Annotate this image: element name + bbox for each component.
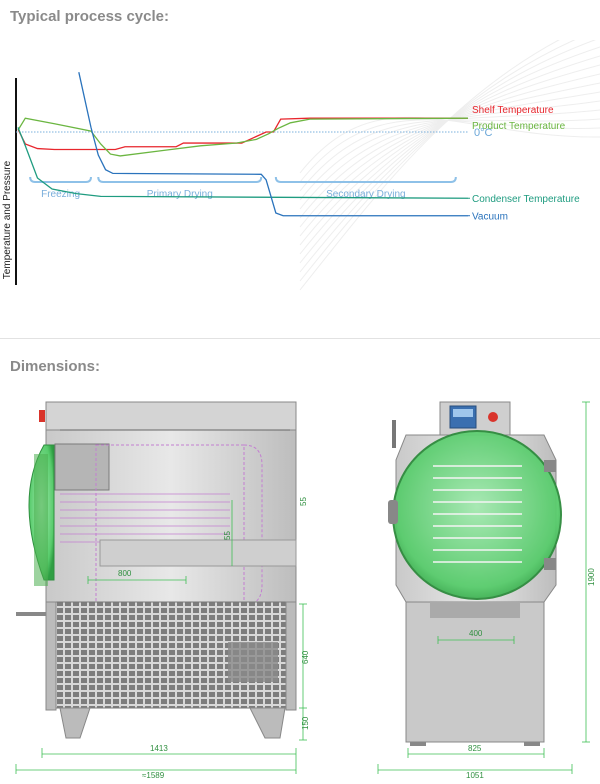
- dim-label-800: 800: [118, 569, 132, 578]
- side-top-cover: [45, 401, 297, 431]
- series-label-product-temperature: Product Temperature: [472, 121, 566, 132]
- background-wave-line: [299, 118, 600, 192]
- side-view-machine: [16, 401, 297, 739]
- side-dimension-labels: 800 55 55 640 150 1413 ≈1589: [118, 497, 310, 780]
- series-label-vacuum: Vacuum: [472, 212, 508, 223]
- front-door-handle: [388, 500, 398, 524]
- side-foot-left: [59, 707, 91, 739]
- dimensions-title: Dimensions:: [10, 358, 101, 375]
- background-wave-line: [299, 100, 600, 210]
- series-line-condenser-temperature: [17, 127, 469, 199]
- cycle-title: Typical process cycle:: [10, 8, 169, 25]
- side-drain-valve: [16, 612, 46, 616]
- front-base-plate: [430, 602, 520, 618]
- phase-bracket-primary-drying: [97, 176, 263, 183]
- dim-label-640: 640: [301, 650, 310, 664]
- dim-label-825: 825: [468, 744, 482, 753]
- background-wave-line: [299, 73, 600, 237]
- background-wave-line: [299, 40, 560, 291]
- process-cycle-chart: Temperature and Pressure 0°C Freezing Pr…: [2, 40, 600, 291]
- phase-brackets: Freezing Primary Drying Secondary Drying: [29, 176, 457, 200]
- phase-label-secondary-drying: Secondary Drying: [326, 189, 405, 200]
- side-shelves: [60, 493, 230, 543]
- front-door-glass: [392, 430, 562, 600]
- side-foot-right: [249, 707, 286, 739]
- front-dimension-labels: 400 1900 825 1051: [466, 568, 596, 780]
- side-base-rail: [99, 539, 297, 567]
- series-label-shelf-temperature: Shelf Temperature: [472, 105, 554, 116]
- front-vent-valve: [392, 420, 396, 448]
- front-lower-cabinet: [405, 601, 545, 743]
- phase-bracket-secondary-drying: [274, 176, 457, 183]
- background-wave-line: [299, 40, 597, 273]
- zero-reference-label: 0°C: [474, 127, 493, 139]
- front-foot-right: [524, 742, 540, 746]
- background-wave-line: [299, 119, 600, 183]
- y-axis-label: Temperature and Pressure: [2, 160, 13, 279]
- background-wave-line: [299, 40, 576, 282]
- background-wave-line: [299, 82, 600, 228]
- emergency-stop-button: [488, 412, 498, 422]
- side-dimensions: [15, 500, 307, 774]
- side-door-frame: [34, 454, 48, 586]
- background-waves: [299, 40, 600, 291]
- background-wave-line: [299, 55, 600, 255]
- dim-label-55: 55: [223, 531, 232, 540]
- dim-label-1589: ≈1589: [142, 771, 165, 780]
- front-view-machine: [388, 401, 562, 746]
- front-dimensions: [377, 401, 590, 774]
- section-divider: [0, 338, 600, 339]
- side-frame-leg-left: [45, 601, 57, 711]
- dim-label-55-b: 55: [299, 497, 308, 506]
- front-foot-left: [410, 742, 426, 746]
- background-wave-line: [299, 91, 600, 219]
- side-control-box: [54, 443, 110, 491]
- side-compressor: [228, 642, 278, 682]
- background-wave-line: [299, 109, 600, 201]
- dim-label-1051: 1051: [466, 771, 484, 780]
- side-red-button: [39, 410, 45, 422]
- control-screen: [453, 409, 473, 417]
- side-frame-leg-right: [285, 601, 297, 711]
- front-shelves: [433, 465, 522, 563]
- series-line-product-temperature: [17, 117, 469, 157]
- dim-label-1900: 1900: [587, 568, 596, 586]
- front-hinge-top: [544, 460, 556, 472]
- dimensions-drawing: 800 55 55 640 150 1413 ≈1589: [15, 401, 596, 780]
- dim-label-1413: 1413: [150, 744, 168, 753]
- series-line-vacuum: [78, 72, 468, 217]
- phase-label-freezing: Freezing: [41, 189, 80, 200]
- dim-label-400: 400: [469, 629, 483, 638]
- series-line-shelf-temperature: [17, 117, 468, 151]
- background-wave-line: [299, 46, 600, 264]
- dim-label-150: 150: [301, 716, 310, 730]
- phase-label-primary-drying: Primary Drying: [147, 189, 213, 200]
- front-hinge-bottom: [544, 558, 556, 570]
- series-label-condenser-temperature: Condenser Temperature: [472, 194, 580, 205]
- phase-bracket-freezing: [29, 176, 92, 183]
